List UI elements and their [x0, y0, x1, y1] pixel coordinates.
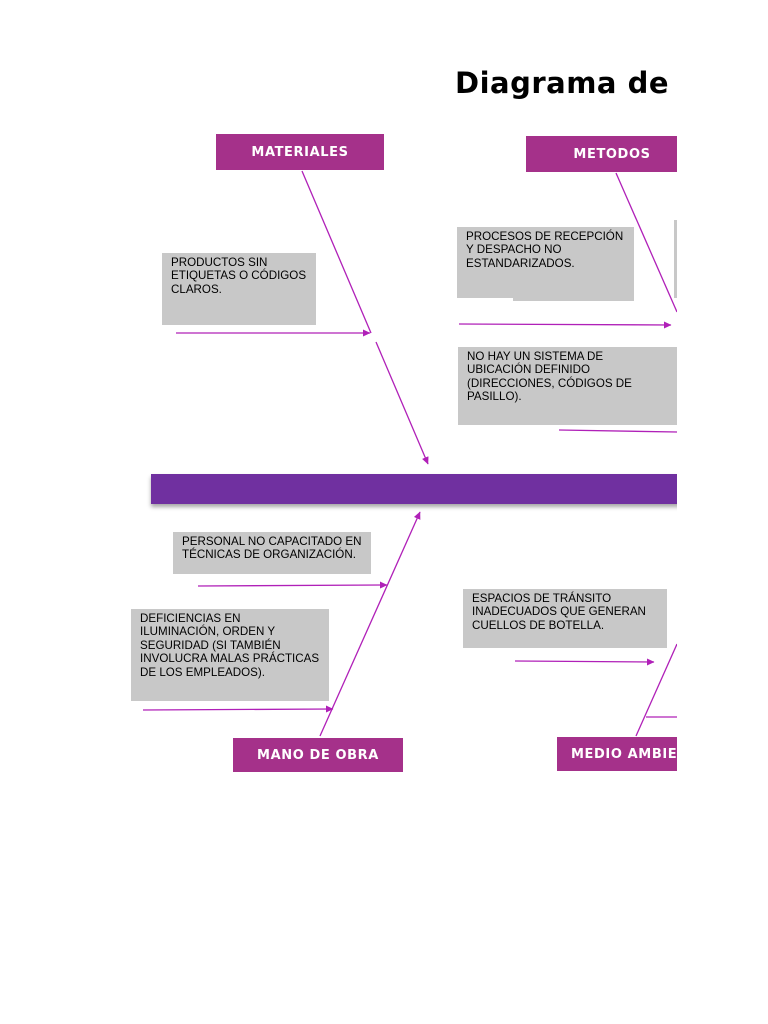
- cause-box-materiales-1: PRODUCTOS SIN ETIQUETAS O CÓDIGOS CLAROS…: [162, 253, 316, 325]
- mano-de-obra-cause-arrow-1: [197, 581, 388, 589]
- cause-text-materiales-1: PRODUCTOS SIN ETIQUETAS O CÓDIGOS CLAROS…: [171, 256, 307, 296]
- category-metodos: METODOS: [526, 136, 677, 172]
- category-metodos-label: METODOS: [573, 146, 651, 162]
- mano-de-obra-branch-arrow: [319, 511, 421, 737]
- materiales-branch-line: [301, 170, 372, 334]
- category-materiales-label: MATERIALES: [251, 144, 349, 160]
- medio-ambiente-cause-arrow: [514, 658, 655, 666]
- metodos-cause-arrow: [458, 321, 672, 329]
- cause-box-medio-ambiente-1: ESPACIOS DE TRÁNSITO INADECUADOS QUE GEN…: [463, 589, 667, 648]
- cause-box-mano-de-obra-1: PERSONAL NO CAPACITADO EN TÉCNICAS DE OR…: [173, 532, 371, 574]
- cause-text-metodos-1: PROCESOS DE RECEPCIÓN Y DESPACHO NO ESTA…: [466, 230, 624, 270]
- category-mano-de-obra-label: MANO DE OBRA: [257, 747, 379, 763]
- category-materiales: MATERIALES: [216, 134, 384, 170]
- fishbone-spine: [151, 474, 677, 504]
- connector-lines: [142, 170, 677, 737]
- category-mano-de-obra: MANO DE OBRA: [233, 738, 403, 772]
- cause-text-metodos-2: NO HAY UN SISTEMA DE UBICACIÓN DEFINIDO …: [467, 350, 632, 404]
- cause-text-mano-de-obra-2: DEFICIENCIAS EN ILUMINACIÓN, ORDEN Y SEG…: [140, 612, 320, 679]
- materiales-branch-arrow: [375, 341, 429, 465]
- mano-de-obra-cause-arrow-2: [142, 705, 334, 713]
- cause-box-mano-de-obra-2: DEFICIENCIAS EN ILUMINACIÓN, ORDEN Y SEG…: [131, 609, 329, 701]
- category-medio-ambiente: MEDIO AMBIE: [557, 737, 677, 771]
- diagram-title: Diagrama de: [455, 66, 670, 100]
- category-medio-ambiente-label: MEDIO AMBIE: [571, 746, 677, 762]
- metodos-cause-line: [558, 429, 677, 433]
- cause-text-medio-ambiente-1: ESPACIOS DE TRÁNSITO INADECUADOS QUE GEN…: [472, 592, 646, 632]
- cause-box-metodos-edge: [674, 220, 677, 298]
- cause-text-mano-de-obra-1: PERSONAL NO CAPACITADO EN TÉCNICAS DE OR…: [182, 535, 362, 562]
- metodos-branch-line: [615, 172, 677, 313]
- diagram-canvas: Diagrama de MATERIAL: [131, 66, 677, 772]
- cause-box-metodos-1: PROCESOS DE RECEPCIÓN Y DESPACHO NO ESTA…: [457, 227, 634, 298]
- cause-box-metodos-2: NO HAY UN SISTEMA DE UBICACIÓN DEFINIDO …: [458, 347, 677, 425]
- medio-ambiente-branch-line: [635, 643, 677, 737]
